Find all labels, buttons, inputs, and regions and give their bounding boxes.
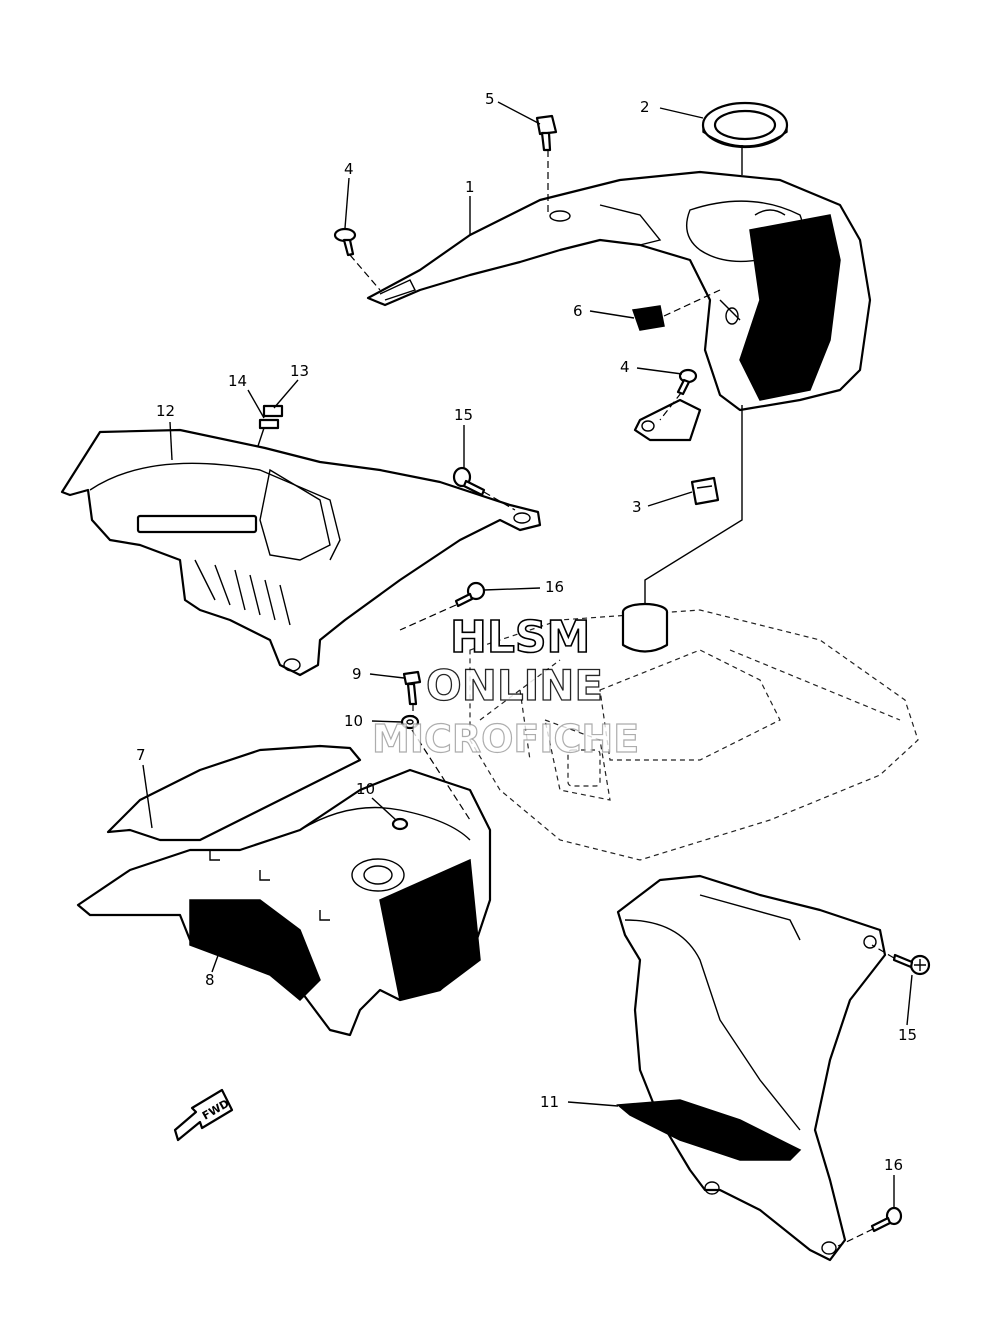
callout-4-upper: 4 [344,160,354,178]
callout-4-lower: 4 [620,358,630,376]
watermark-line-1: HLSM [450,612,590,663]
callout-11: 11 [540,1093,559,1111]
part-11-side-cover [616,874,887,1262]
watermark-line-3: MICROFICHE [372,717,639,761]
part-4-screw-upper [333,227,357,257]
callout-7: 7 [136,746,146,764]
part-4-screw-lower [676,368,698,396]
callout-15-upper: 15 [454,406,473,424]
part-14-label [258,418,280,430]
part-6-clip [631,305,665,331]
bracket [633,398,702,442]
callout-10-upper: 10 [344,712,363,730]
callout-1: 1 [465,178,475,196]
callout-13: 13 [290,362,309,380]
callout-3: 3 [632,498,642,516]
callouts: 1 2 3 4 4 5 6 7 8 9 10 10 11 12 13 14 15… [136,90,917,1174]
filler-neck [621,602,669,653]
callout-5: 5 [485,90,495,108]
part-3-clip [690,476,720,506]
part-7-panel [106,744,362,842]
callout-2: 2 [640,98,650,116]
callout-14: 14 [228,372,247,390]
part-15-screw-upper [452,466,486,497]
fuel-tank-ghost [469,609,919,861]
fwd-arrow: FWD [173,1088,234,1142]
assembly-lines [349,145,895,1247]
part-16-bolt-upper [454,581,486,608]
part-15-screw-lower [892,953,931,976]
callout-16-upper: 16 [545,578,564,596]
part-2-grommet [701,101,789,149]
callout-15-lower: 15 [898,1026,917,1044]
callout-6: 6 [573,302,583,320]
part-1-tank-cover [366,170,872,412]
watermark: HLSM ONLINE MICROFICHE [371,611,639,761]
part-16-bolt-lower [870,1206,903,1233]
callout-16-lower: 16 [884,1156,903,1174]
callout-8: 8 [205,971,215,989]
part-9-bolt [402,670,422,706]
part-12-side-cover [60,428,542,677]
leader-lines [142,101,913,1208]
part-5-bolt [535,114,558,152]
callout-10-lower: 10 [356,780,375,798]
part-8-panel [76,768,492,1037]
callout-9: 9 [352,665,362,683]
watermark-line-2: ONLINE [426,661,603,710]
part-13-label [262,404,284,418]
callout-12: 12 [156,402,175,420]
